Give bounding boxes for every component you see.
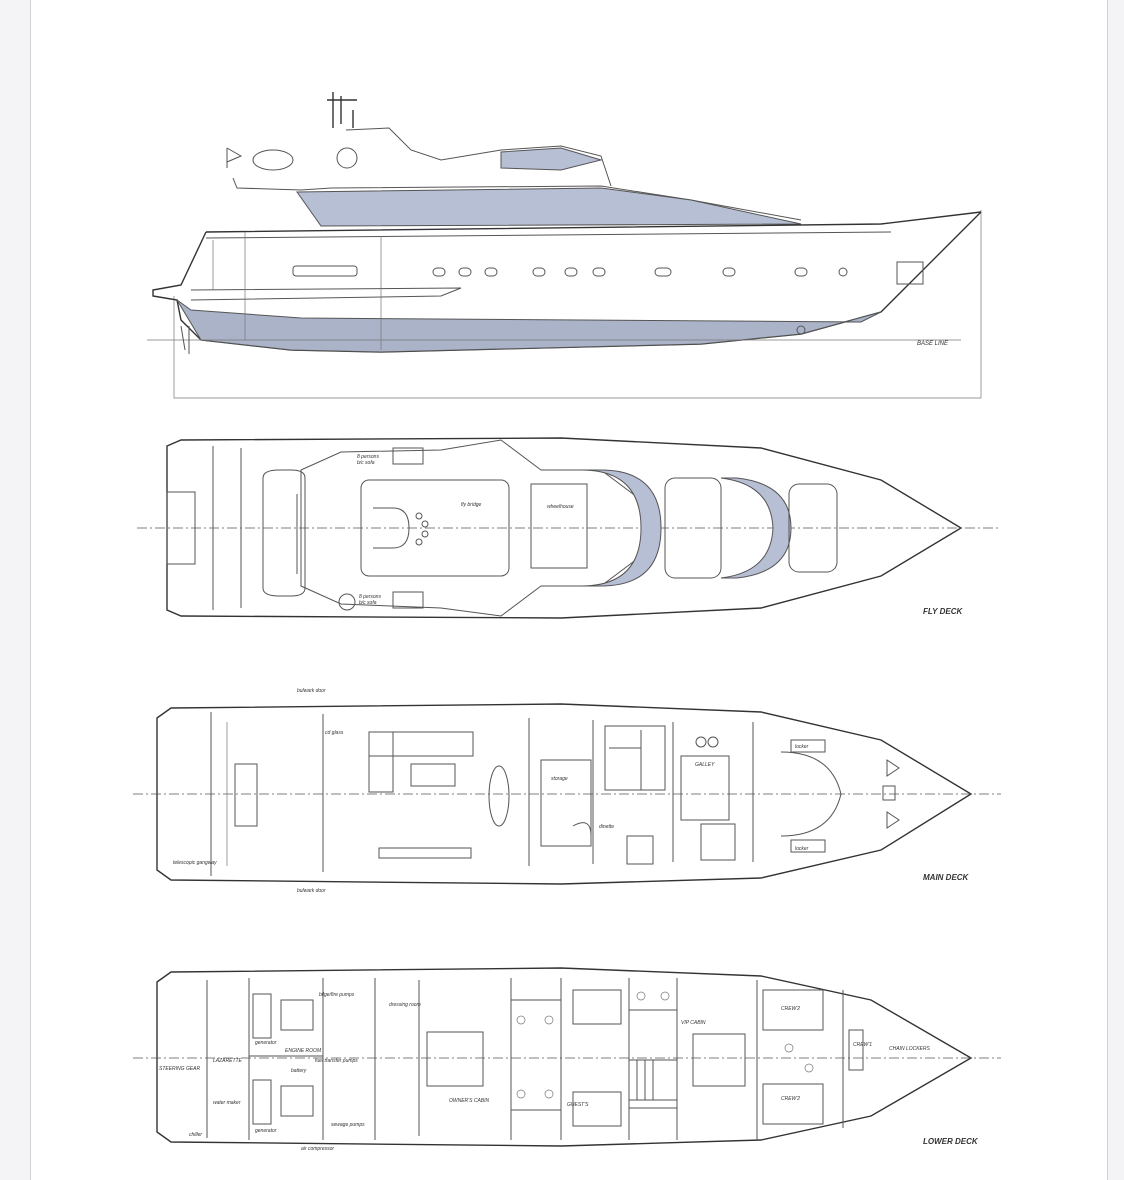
air-compressor-label: air compressor xyxy=(301,1146,334,1152)
fly-deck-plan: 8 persons b/c sofa 8 persons b/c sofa fl… xyxy=(137,437,1001,619)
fly-persons-bottom: 8 persons xyxy=(359,594,381,600)
battery-label: battery xyxy=(291,1068,307,1074)
telescopic-gangway: telescopic gangway xyxy=(173,860,217,866)
drawing-sheet: BASE LINE 8 persons b/c sofa 8 persons b… xyxy=(30,0,1108,1180)
sewage-pumps-label: sewage pumps xyxy=(331,1122,365,1128)
lower-deck-plan: STEERING GEAR LAZARETTE generator genera… xyxy=(133,967,1001,1152)
storage-label: storage xyxy=(551,776,568,782)
yacht-general-arrangement: BASE LINE 8 persons b/c sofa 8 persons b… xyxy=(133,92,1001,1152)
fuel-transfer-label: fuel transfer pumps xyxy=(315,1058,358,1064)
engine-room-label: ENGINE ROOM xyxy=(285,1048,322,1054)
bilge-fire-label: bilge/fire pumps xyxy=(319,992,355,998)
generator-top: generator xyxy=(255,1040,277,1046)
base-line-label: BASE LINE xyxy=(917,341,949,347)
fly-sofa-bottom: b/c sofa xyxy=(359,600,377,606)
chiller-label: chiller xyxy=(189,1132,202,1138)
dressing-room-label: dressing room xyxy=(389,1002,421,1008)
chain-lockers-label: CHAIN LOCKERS xyxy=(889,1046,931,1052)
crew-right-label: CREW'1 xyxy=(853,1042,872,1048)
crew-bottom-label: CREW'2 xyxy=(781,1096,800,1102)
bulwark-door-bottom: bulwark door xyxy=(297,888,326,894)
guest-label: GUEST'S xyxy=(567,1102,589,1108)
fly-deck-label: FLY DECK xyxy=(923,607,963,616)
crew-top-label: CREW'2 xyxy=(781,1006,800,1012)
wheelhouse-label: wheelhouse xyxy=(547,504,574,510)
locker-bottom: locker xyxy=(795,846,809,852)
fly-persons-top: 8 persons xyxy=(357,454,379,460)
lower-deck-label: LOWER DECK xyxy=(923,1137,979,1146)
generator-bottom: generator xyxy=(255,1128,277,1134)
galley-label: GALLEY xyxy=(695,762,715,768)
lazarette-label: LAZARETTE xyxy=(213,1058,243,1064)
bulwark-door-top: bulwark door xyxy=(297,688,326,694)
fly-bridge-label: fly bridge xyxy=(461,502,482,508)
water-maker-label: water maker xyxy=(213,1100,241,1106)
steering-gear-label: STEERING GEAR xyxy=(159,1066,201,1072)
cd-glass-label: cd glass xyxy=(325,730,344,736)
locker-top: locker xyxy=(795,744,809,750)
main-deck-plan: bulwark door bulwark door telescopic gan… xyxy=(133,688,1001,894)
fly-sofa-top: b/c sofa xyxy=(357,460,375,466)
owners-cabin-label: OWNER'S CABIN xyxy=(449,1098,490,1104)
profile-view: BASE LINE xyxy=(147,92,982,399)
vip-cabin-label: VIP CABIN xyxy=(681,1020,706,1026)
main-deck-label: MAIN DECK xyxy=(923,873,970,882)
dinette-label: dinette xyxy=(599,824,614,830)
